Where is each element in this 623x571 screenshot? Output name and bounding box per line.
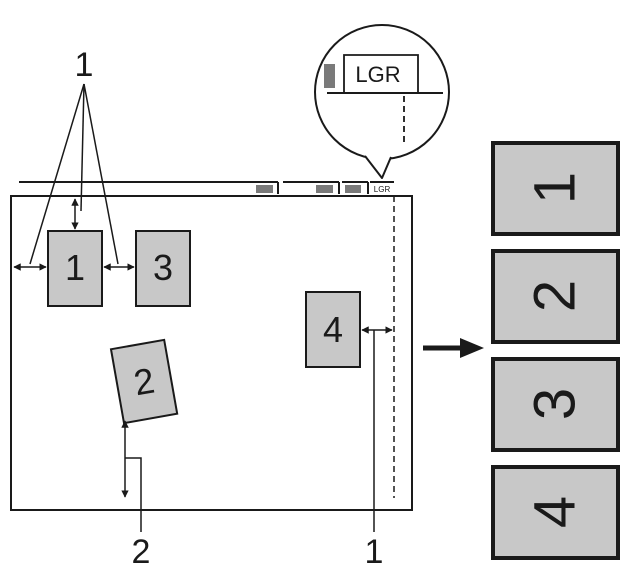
callout-leaders: [29, 83, 375, 532]
glass-size-label: LGR: [374, 185, 391, 194]
result-page-1: 1: [491, 141, 620, 236]
document-guide-rail: LGR: [19, 181, 394, 194]
magnified-size-label: LGR: [355, 62, 400, 87]
result-pages: 1 2 3 4: [491, 141, 620, 560]
callout-number: 1: [365, 533, 384, 571]
callout-number: 2: [132, 533, 151, 571]
result-page-3-label: 3: [523, 388, 588, 420]
result-page-4: 4: [491, 465, 620, 560]
result-page-2: 2: [491, 249, 620, 344]
document-4-label: 4: [323, 309, 343, 350]
guide-marker: [256, 185, 273, 193]
document-2: 2: [109, 338, 179, 425]
result-arrow: [423, 338, 484, 358]
guide-marker: [316, 185, 333, 193]
guide-marker: [345, 185, 361, 193]
callout-number: 1: [75, 46, 94, 84]
document-4: 4: [305, 291, 361, 368]
magnifier-callout: LGR: [314, 24, 450, 179]
magnified-marker: [324, 64, 335, 88]
result-page-3: 3: [491, 357, 620, 452]
result-page-4-label: 4: [523, 496, 588, 528]
document-1-label: 1: [65, 247, 85, 288]
result-page-2-label: 2: [523, 280, 588, 312]
document-3-label: 3: [153, 247, 173, 288]
document-3: 3: [135, 230, 191, 307]
document-1: 1: [47, 230, 103, 307]
result-page-1-label: 1: [523, 172, 588, 204]
